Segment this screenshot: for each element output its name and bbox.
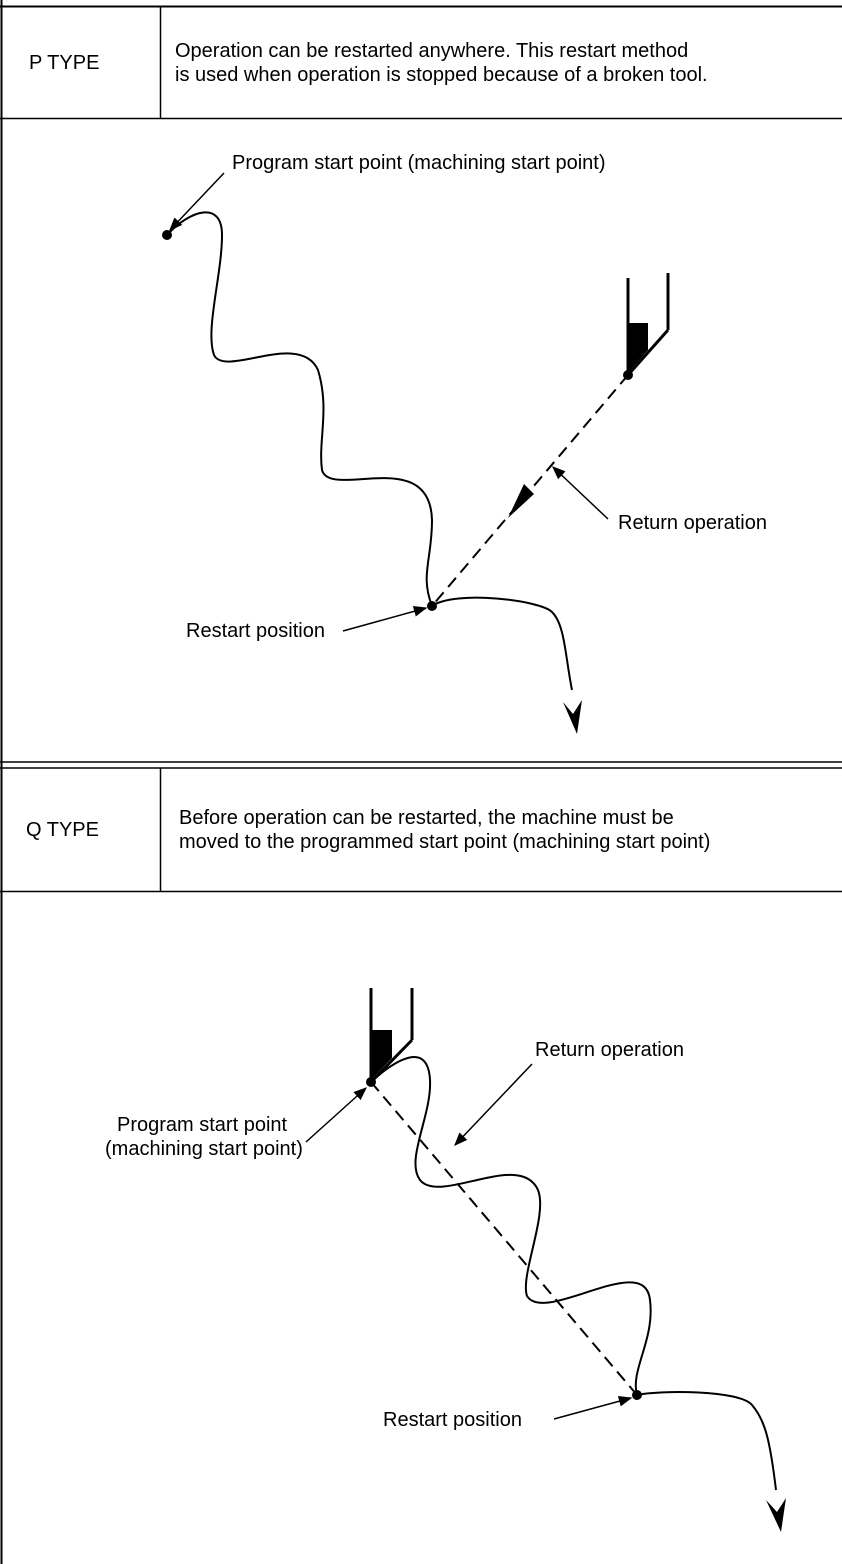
p-return-direction-arrow <box>508 484 534 518</box>
q-program-start-label-line2: (machining start point) <box>105 1138 303 1160</box>
q-description-line2: moved to the programmed start point (mac… <box>179 831 711 853</box>
p-start-point-dot <box>162 230 172 240</box>
q-type-diagram: Return operation Program start point (ma… <box>105 988 786 1532</box>
q-start-leader <box>305 1087 368 1143</box>
q-restart-position-label: Restart position <box>383 1409 522 1431</box>
q-restart-leader <box>553 1395 633 1420</box>
q-return-leader <box>454 1063 533 1146</box>
p-return-operation-label: Return operation <box>618 512 767 534</box>
p-start-leader <box>169 172 225 231</box>
p-restart-position-dot <box>427 601 437 611</box>
p-type-description: Operation can be restarted anywhere. Thi… <box>175 39 708 87</box>
p-program-start-label: Program start point (machining start poi… <box>232 152 606 174</box>
p-tool-path <box>166 211 573 691</box>
p-description-line2: is used when operation is stopped becaus… <box>175 64 708 86</box>
q-return-dashed-line <box>370 1081 638 1396</box>
q-tool-icon <box>369 988 414 1084</box>
p-description-line1: Operation can be restarted anywhere. Thi… <box>175 40 689 62</box>
q-path-end-arrow <box>766 1498 786 1532</box>
q-type-label: Q TYPE <box>26 819 99 841</box>
q-return-operation-label: Return operation <box>535 1039 684 1061</box>
p-type-label: P TYPE <box>29 52 100 74</box>
p-restart-leader <box>342 606 428 632</box>
p-return-dashed-line <box>431 374 629 607</box>
q-program-start-label-line1: Program start point <box>117 1114 288 1136</box>
p-tool-icon <box>626 273 670 376</box>
q-description-line1: Before operation can be restarted, the m… <box>179 807 674 829</box>
p-type-diagram: Program start point (machining start poi… <box>162 152 767 734</box>
p-return-leader <box>552 466 609 520</box>
q-type-description: Before operation can be restarted, the m… <box>179 806 710 854</box>
p-path-end-arrow <box>563 700 582 734</box>
p-restart-position-label: Restart position <box>186 620 325 642</box>
q-tool-path <box>370 1056 777 1491</box>
